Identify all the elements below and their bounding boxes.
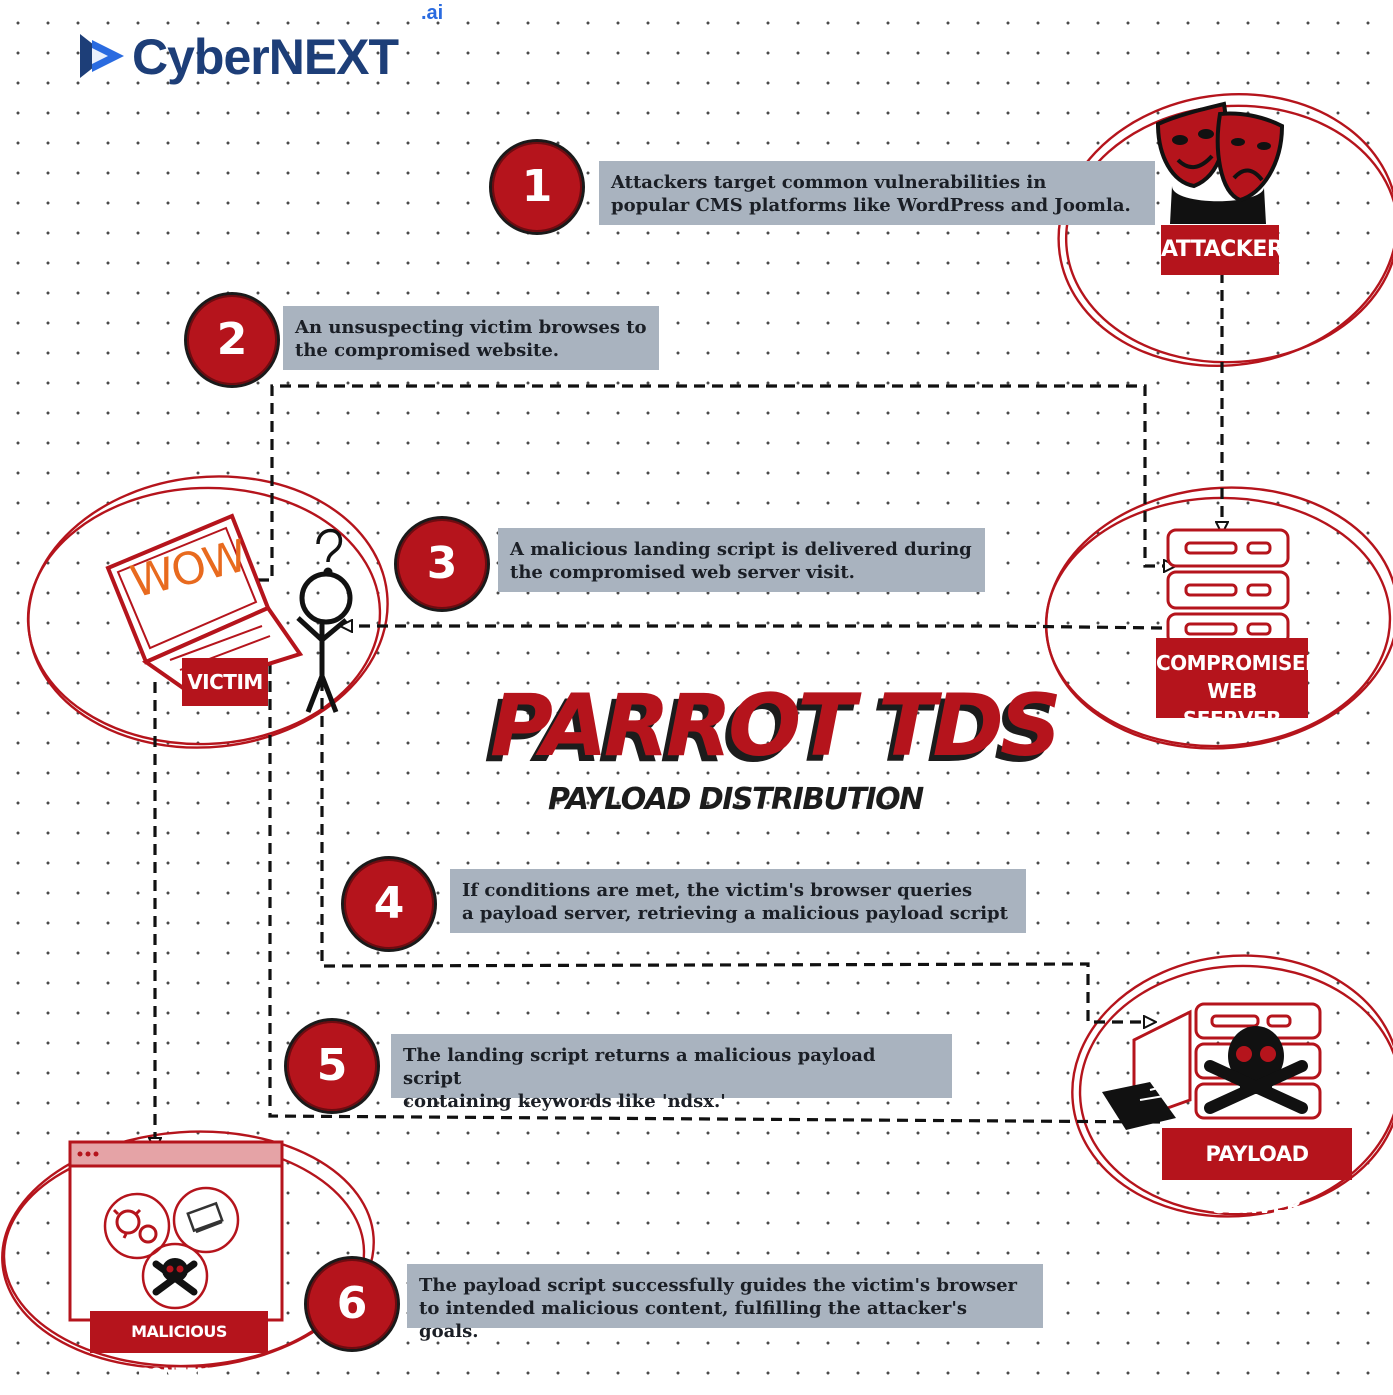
step-text-3: A malicious landing script is delivered … xyxy=(498,528,985,592)
step-badge-1: 1 xyxy=(489,139,585,235)
step-badge-5: 5 xyxy=(284,1018,380,1114)
browser-window-icon xyxy=(68,1140,284,1322)
step-text-4: If conditions are met, the victim's brow… xyxy=(450,869,1026,933)
laptop-icon xyxy=(105,513,304,693)
connector-victim-to-server xyxy=(258,384,1170,582)
payload-server-label: PAYLOAD SERVER xyxy=(1162,1128,1352,1218)
connector-victim-to-payload xyxy=(320,680,1150,1022)
victim-label: VICTIM xyxy=(182,658,268,706)
web-server-label: COMPROMISED WEB SEFRVER xyxy=(1156,638,1322,731)
step-badge-3: 3 xyxy=(394,516,490,612)
play-logo-icon xyxy=(80,34,124,78)
connector-server-to-victim xyxy=(346,626,1163,628)
step-badge-2: 2 xyxy=(184,292,280,388)
money-icon xyxy=(186,1201,224,1234)
person-icon xyxy=(296,528,353,713)
step-text-1: Attackers target common vulnerabilities … xyxy=(599,161,1155,225)
brand-suffix: .ai xyxy=(421,2,444,24)
step-badge-6: 6 xyxy=(304,1256,400,1352)
theater-masks-icon xyxy=(1155,101,1285,224)
step-text-2: An unsuspecting victim browses to the co… xyxy=(283,306,659,370)
brand-name: CyberNEXT xyxy=(132,29,399,85)
step-text-6: The payload script successfully guides t… xyxy=(407,1264,1043,1342)
gears-icon xyxy=(112,1208,158,1244)
victim-circle xyxy=(26,475,389,749)
malicious-content-label: MALICIOUS CONTENT xyxy=(90,1311,268,1383)
skull-icon xyxy=(152,1258,198,1296)
server-stack-icon xyxy=(1166,528,1290,646)
step-text-5: The landing script returns a malicious p… xyxy=(391,1034,952,1112)
step-badge-4: 4 xyxy=(341,856,437,952)
diagram-subtitle: PAYLOAD DISTRIBUTION xyxy=(548,782,924,817)
skull-server-icon xyxy=(1102,1002,1322,1130)
attacker-label: ATTACKER xyxy=(1161,225,1284,275)
diagram-title: PARROT TDS xyxy=(490,676,1062,776)
payload-server-circle xyxy=(1071,954,1393,1218)
